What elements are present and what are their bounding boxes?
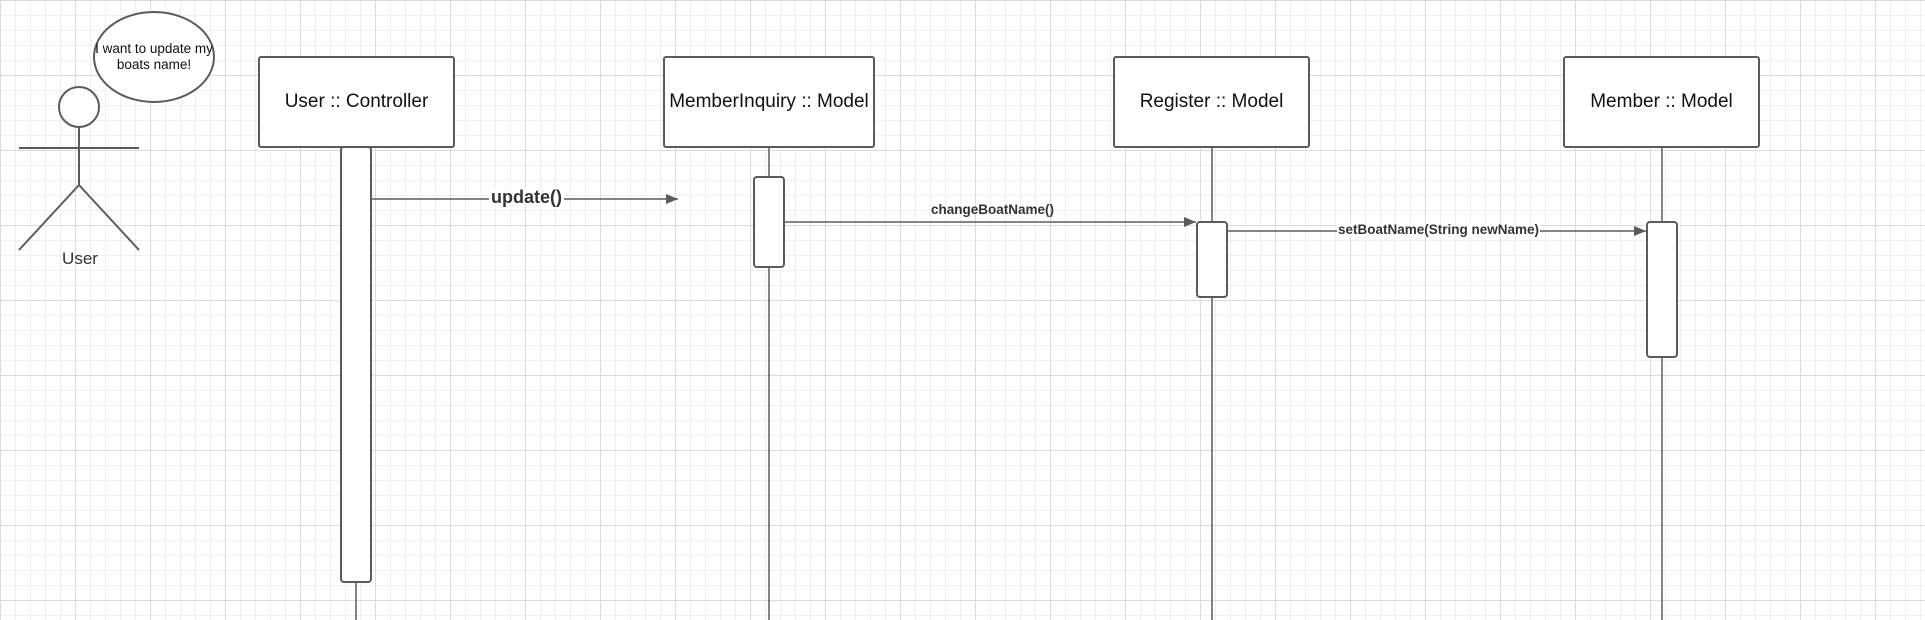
lifeline-title: Register :: Model — [1139, 91, 1284, 112]
activation-bar-controller — [340, 146, 372, 583]
user-actor-icon — [18, 86, 140, 251]
lifeline-box-controller[interactable]: User :: Controller — [258, 56, 455, 148]
message-label-set-boat-name: setBoatName(String newName) — [1337, 222, 1541, 237]
actor-label: User — [62, 249, 98, 268]
lifeline-box-register[interactable]: Register :: Model — [1113, 56, 1310, 148]
message-label-update: update() — [489, 187, 564, 207]
lifeline-title: User :: Controller — [284, 91, 429, 112]
activation-bar-inquiry — [753, 176, 785, 268]
speech-bubble — [93, 11, 215, 103]
speech-bubble-text: I want to update my boats name! — [95, 41, 213, 72]
lifeline-title: MemberInquiry :: Model — [669, 91, 869, 112]
activation-bar-member — [1646, 221, 1678, 358]
lifeline-box-member[interactable]: Member :: Model — [1563, 56, 1760, 148]
activation-bar-register — [1196, 221, 1228, 298]
lifeline-title: Member :: Model — [1590, 91, 1733, 112]
lifeline-box-inquiry[interactable]: MemberInquiry :: Model — [663, 56, 875, 148]
message-label-change-boat-name: changeBoatName() — [931, 202, 1055, 217]
